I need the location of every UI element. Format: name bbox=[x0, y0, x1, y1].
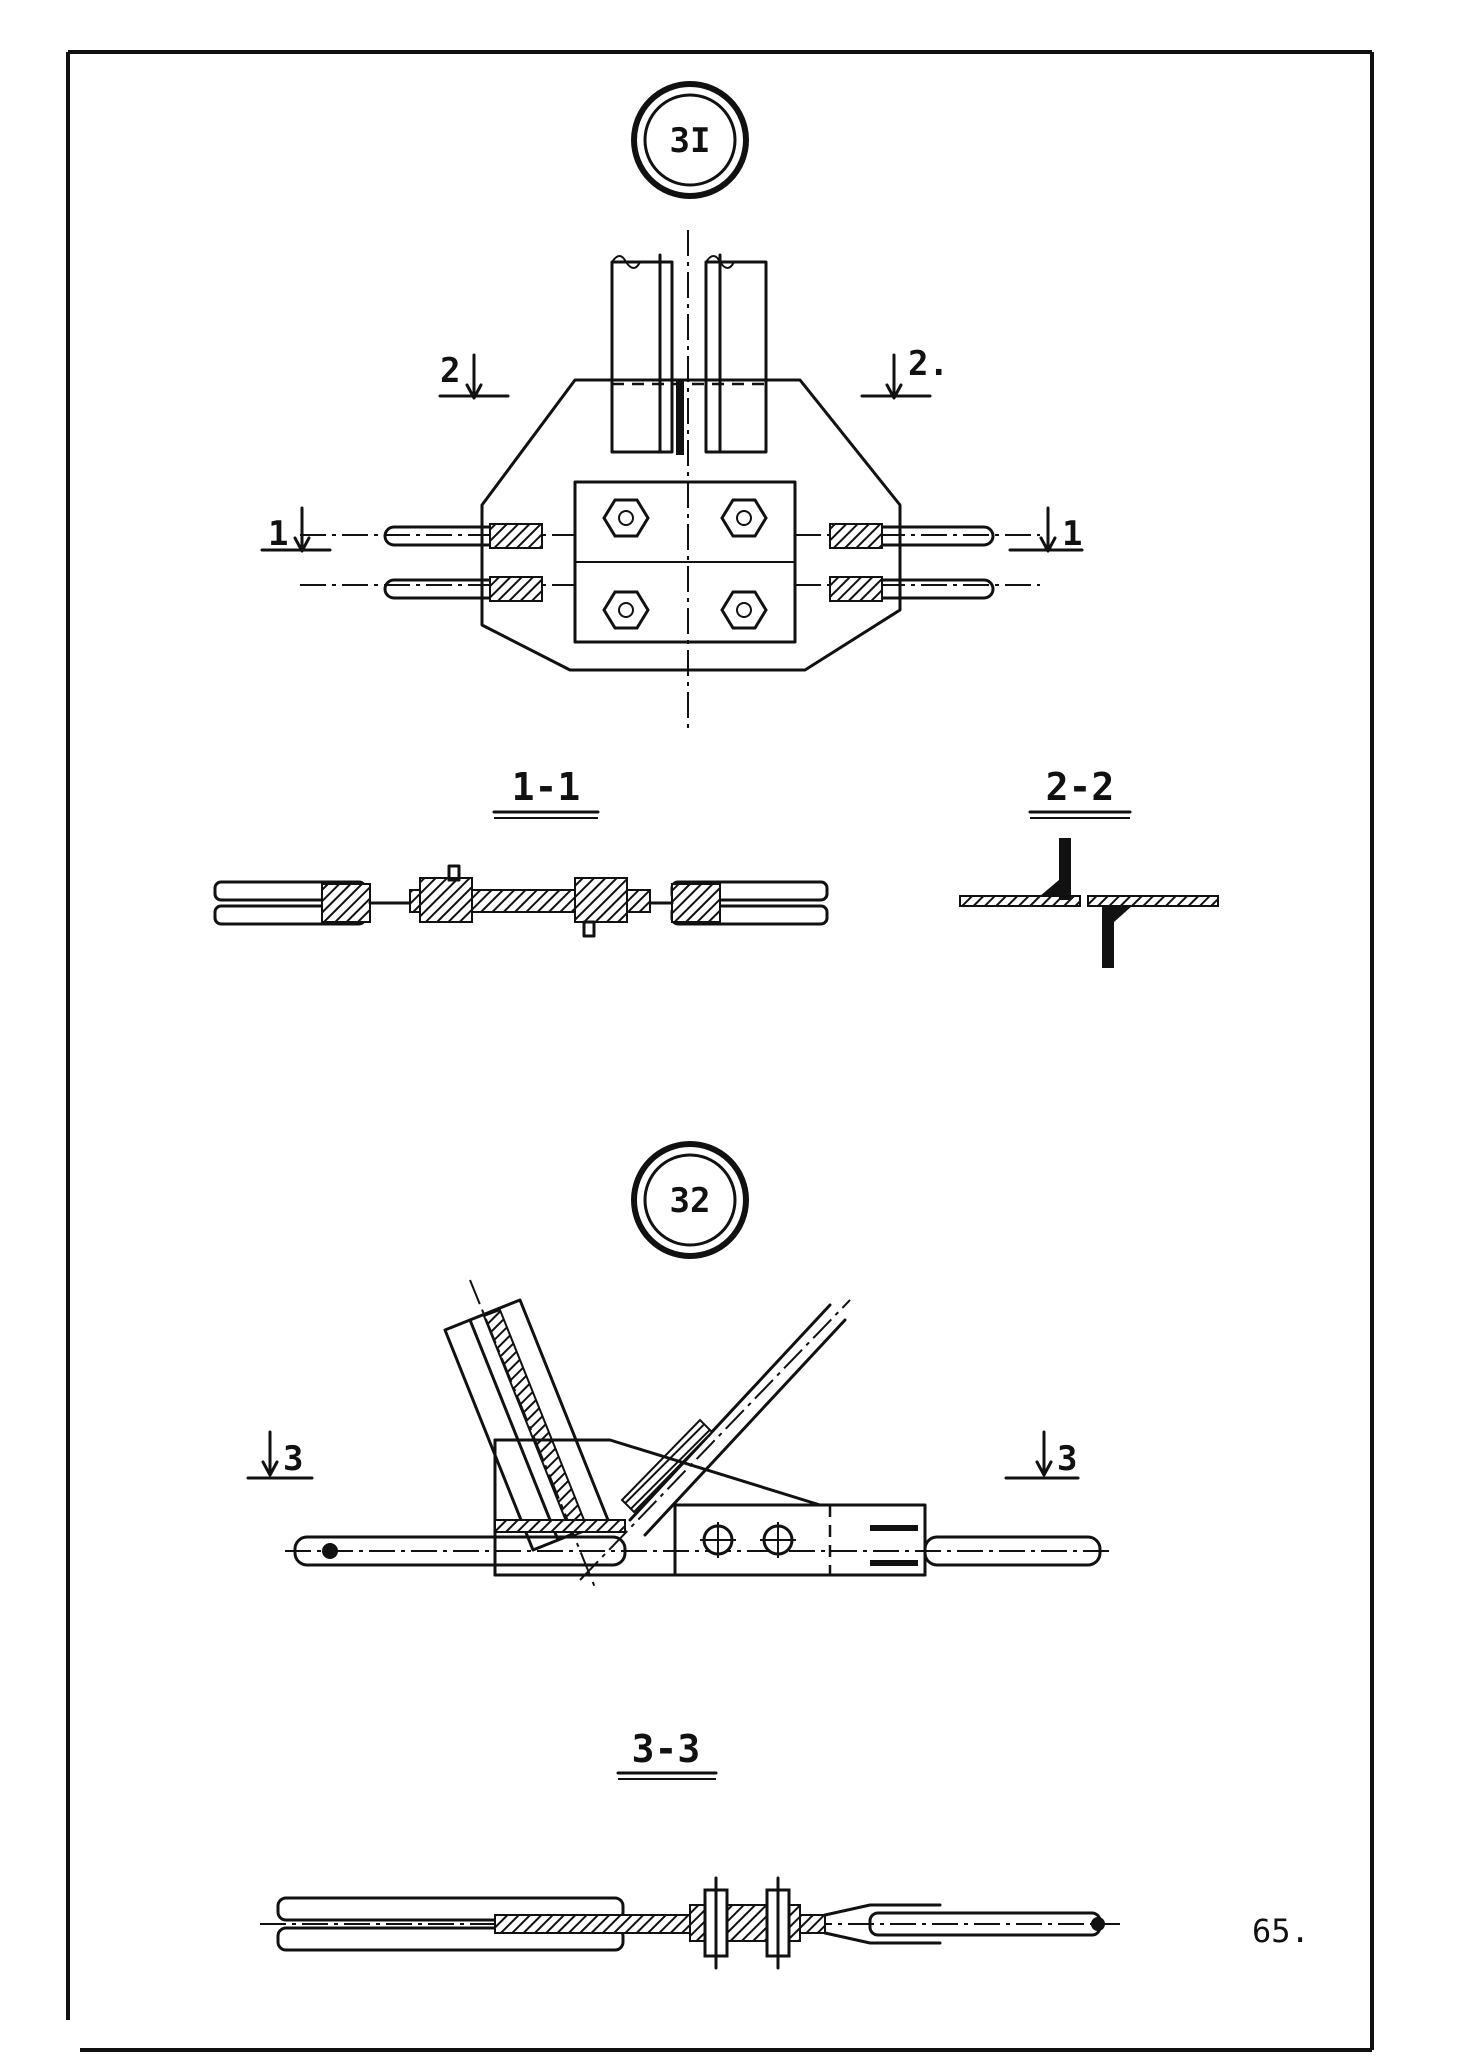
detail-marker-32: 32 bbox=[631, 1141, 749, 1259]
cut-2-right-label: 2. bbox=[908, 344, 949, 384]
detail-marker-31-label: 3I bbox=[670, 121, 711, 161]
page-number: 65. bbox=[1252, 1912, 1310, 1950]
cut-marker-3-left: 3 bbox=[246, 1430, 314, 1480]
bolt-icon bbox=[703, 1876, 729, 1970]
cut-marker-1-right: 1 bbox=[1008, 506, 1084, 554]
cut-3-left-label: 3 bbox=[283, 1439, 303, 1479]
section-2-2: 2-2 bbox=[959, 765, 1219, 968]
bolt-icon bbox=[765, 1876, 791, 1970]
cut-marker-3-right: 3 bbox=[1004, 1430, 1080, 1480]
detail-marker-31: 3I bbox=[631, 81, 749, 199]
bolt-icon bbox=[700, 1522, 736, 1558]
section-1-1: 1-1 bbox=[213, 765, 829, 938]
bolt-icon bbox=[760, 1522, 796, 1558]
section-2-2-title: 2-2 bbox=[1046, 765, 1115, 809]
detail-marker-32-label: 32 bbox=[670, 1181, 711, 1221]
cut-marker-1-left: 1 bbox=[260, 506, 332, 554]
cut-1-left-label: 1 bbox=[268, 514, 288, 554]
cut-marker-2-left: 2 bbox=[438, 351, 510, 400]
sheet-frame bbox=[66, 50, 1374, 2052]
section-3-3: 3-3 bbox=[260, 1727, 1120, 1970]
section-3-3-title: 3-3 bbox=[632, 1727, 701, 1771]
gusset-plate-joint-31 bbox=[300, 230, 1040, 730]
bolt-icon bbox=[602, 498, 650, 538]
gusset-plate-joint-32 bbox=[285, 1279, 1110, 1591]
bolt-icon bbox=[720, 590, 768, 630]
cut-marker-2-right: 2. bbox=[860, 344, 949, 400]
bolt-icon bbox=[602, 590, 650, 630]
cut-1-right-label: 1 bbox=[1062, 514, 1082, 554]
cut-3-right-label: 3 bbox=[1057, 1439, 1077, 1479]
bolt-icon bbox=[720, 498, 768, 538]
section-1-1-title: 1-1 bbox=[512, 765, 581, 809]
cut-2-left-label: 2 bbox=[440, 351, 460, 391]
